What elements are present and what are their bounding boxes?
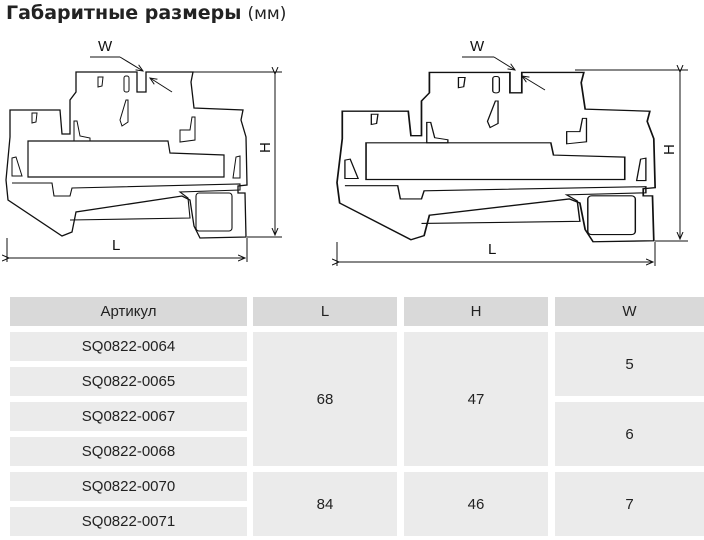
header-w: W xyxy=(555,297,704,326)
w-cell: 5 xyxy=(555,332,704,396)
article-cell: SQ0822-0064 xyxy=(10,332,247,361)
article-cell: SQ0822-0070 xyxy=(10,472,247,501)
title-unit: (мм) xyxy=(247,4,287,24)
l-cell: 84 xyxy=(253,472,397,536)
h-cell: 46 xyxy=(404,472,548,536)
header-article: Артикул xyxy=(10,297,247,326)
header-l: L xyxy=(253,297,397,326)
w-cell: 7 xyxy=(555,472,704,536)
dim-label-h: H xyxy=(257,142,274,153)
article-cell: SQ0822-0071 xyxy=(10,507,247,536)
w-cell: 6 xyxy=(555,402,704,466)
drawing-right: W L H xyxy=(337,38,688,266)
article-cell: SQ0822-0067 xyxy=(10,402,247,431)
header-h: H xyxy=(404,297,548,326)
article-cell: SQ0822-0068 xyxy=(10,437,247,466)
dim-label-l: L xyxy=(488,241,496,258)
page-title: Габаритные размеры (мм) xyxy=(6,2,286,24)
dim-label-w: W xyxy=(98,38,113,55)
dim-label-w: W xyxy=(470,38,485,55)
h-cell: 47 xyxy=(404,332,548,466)
dimension-drawings: W L H W L H xyxy=(0,38,688,266)
drawing-left: W L H xyxy=(6,38,282,262)
dim-label-l: L xyxy=(112,237,120,254)
title-text: Габаритные размеры xyxy=(6,2,242,24)
dim-label-h: H xyxy=(661,144,678,155)
l-cell: 68 xyxy=(253,332,397,466)
article-cell: SQ0822-0065 xyxy=(10,367,247,396)
